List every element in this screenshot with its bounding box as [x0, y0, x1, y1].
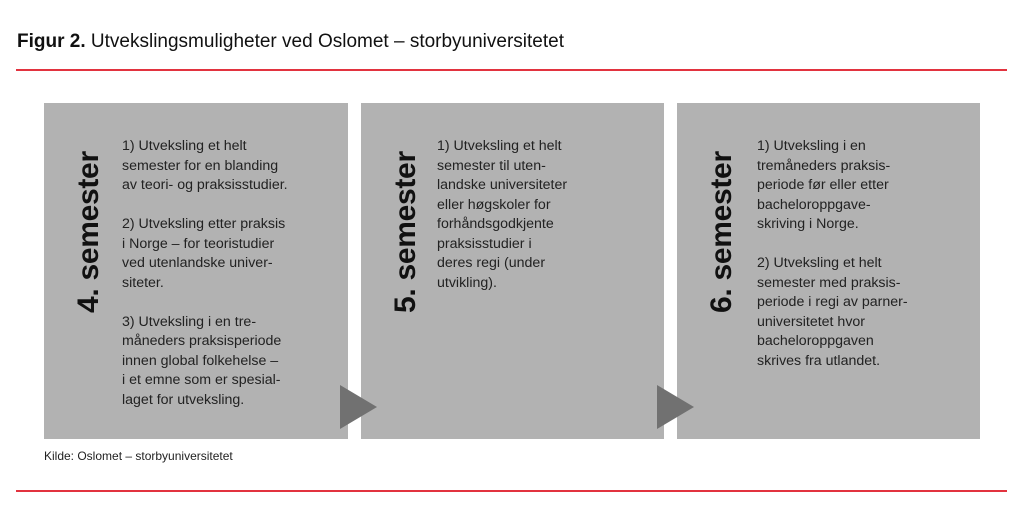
bottom-divider — [16, 490, 1007, 492]
semester-5-label-text: 5. semester — [389, 151, 422, 313]
semester-6-box: 6. semester 1) Utveksling i en tremånede… — [677, 103, 980, 439]
option-item: 1) Utveksling i en tremåneders praksis- … — [757, 138, 891, 232]
option-item: 1) Utveksling et helt semester til uten-… — [437, 138, 568, 291]
semester-4-box: 4. semester 1) Utveksling et helt semest… — [44, 103, 348, 439]
semester-5-label: 5. semester — [389, 137, 422, 317]
option-item: 2) Utveksling et helt semester med praks… — [757, 255, 908, 369]
semester-4-label: 4. semester — [72, 137, 105, 317]
source-note: Kilde: Oslomet – storbyuniversitetet — [44, 449, 233, 463]
option-item: 2) Utveksling etter praksis i Norge – fo… — [122, 216, 286, 291]
option-item: 3) Utveksling i en tre- måneders praksis… — [122, 313, 282, 408]
semester-6-options: 1) Utveksling i en tremåneders praksis- … — [757, 137, 972, 391]
semester-4-options: 1) Utveksling et helt semester for en bl… — [122, 137, 337, 430]
arrow-right-icon — [657, 385, 694, 429]
figure-label: Figur 2. — [17, 31, 86, 52]
arrow-right-icon — [340, 385, 377, 429]
option-item: 1) Utveksling et helt semester for en bl… — [122, 138, 288, 193]
figure-title: Figur 2. Utvekslingsmuligheter ved Oslom… — [17, 30, 564, 54]
semester-5-options: 1) Utveksling et helt semester til uten-… — [437, 137, 652, 313]
semester-5-box: 5. semester 1) Utveksling et helt semest… — [361, 103, 664, 439]
semester-4-label-text: 4. semester — [72, 151, 105, 313]
semester-6-label-text: 6. semester — [705, 151, 738, 313]
figure-title-text: Utvekslingsmuligheter ved Oslomet – stor… — [85, 31, 564, 52]
top-divider — [16, 69, 1007, 71]
semester-6-label: 6. semester — [705, 137, 738, 317]
